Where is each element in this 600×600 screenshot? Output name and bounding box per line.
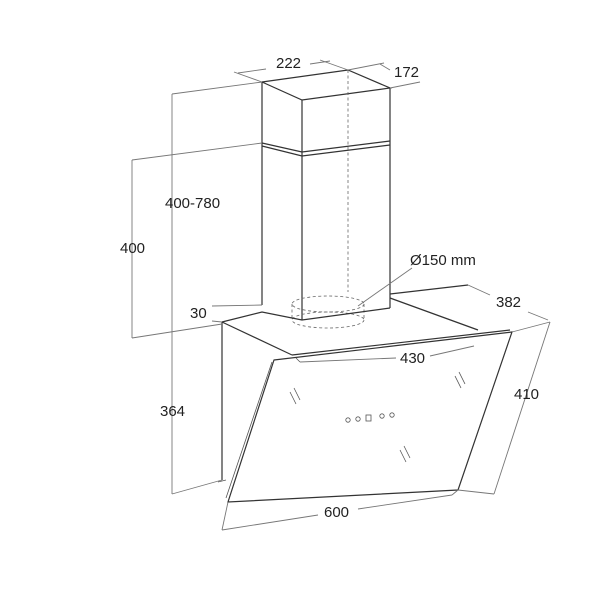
dimension-label-total-width: 600 bbox=[324, 504, 349, 521]
dimension-label-chimney-width: 222 bbox=[276, 55, 301, 72]
glass-reflection-marks bbox=[289, 371, 466, 463]
dimension-label-inner-width: 430 bbox=[400, 350, 425, 367]
hood-body bbox=[217, 284, 513, 503]
chimney bbox=[261, 69, 393, 329]
dimension-label-glass-height: 410 bbox=[514, 386, 539, 403]
dimension-label-chimney-depth: 172 bbox=[394, 64, 419, 81]
control-buttons bbox=[345, 412, 395, 423]
dimension-label-duct-diameter: Ø150 mm bbox=[410, 252, 476, 269]
dimension-label-lower-height: 364 bbox=[160, 403, 185, 420]
dimension-label-collar-height: 30 bbox=[190, 305, 207, 322]
dimension-label-hood-depth: 382 bbox=[496, 294, 521, 311]
dimension-lines bbox=[131, 59, 551, 531]
dimension-label-upper-height: 400 bbox=[120, 240, 145, 257]
dimension-label-chimney-height-range: 400-780 bbox=[165, 195, 220, 212]
